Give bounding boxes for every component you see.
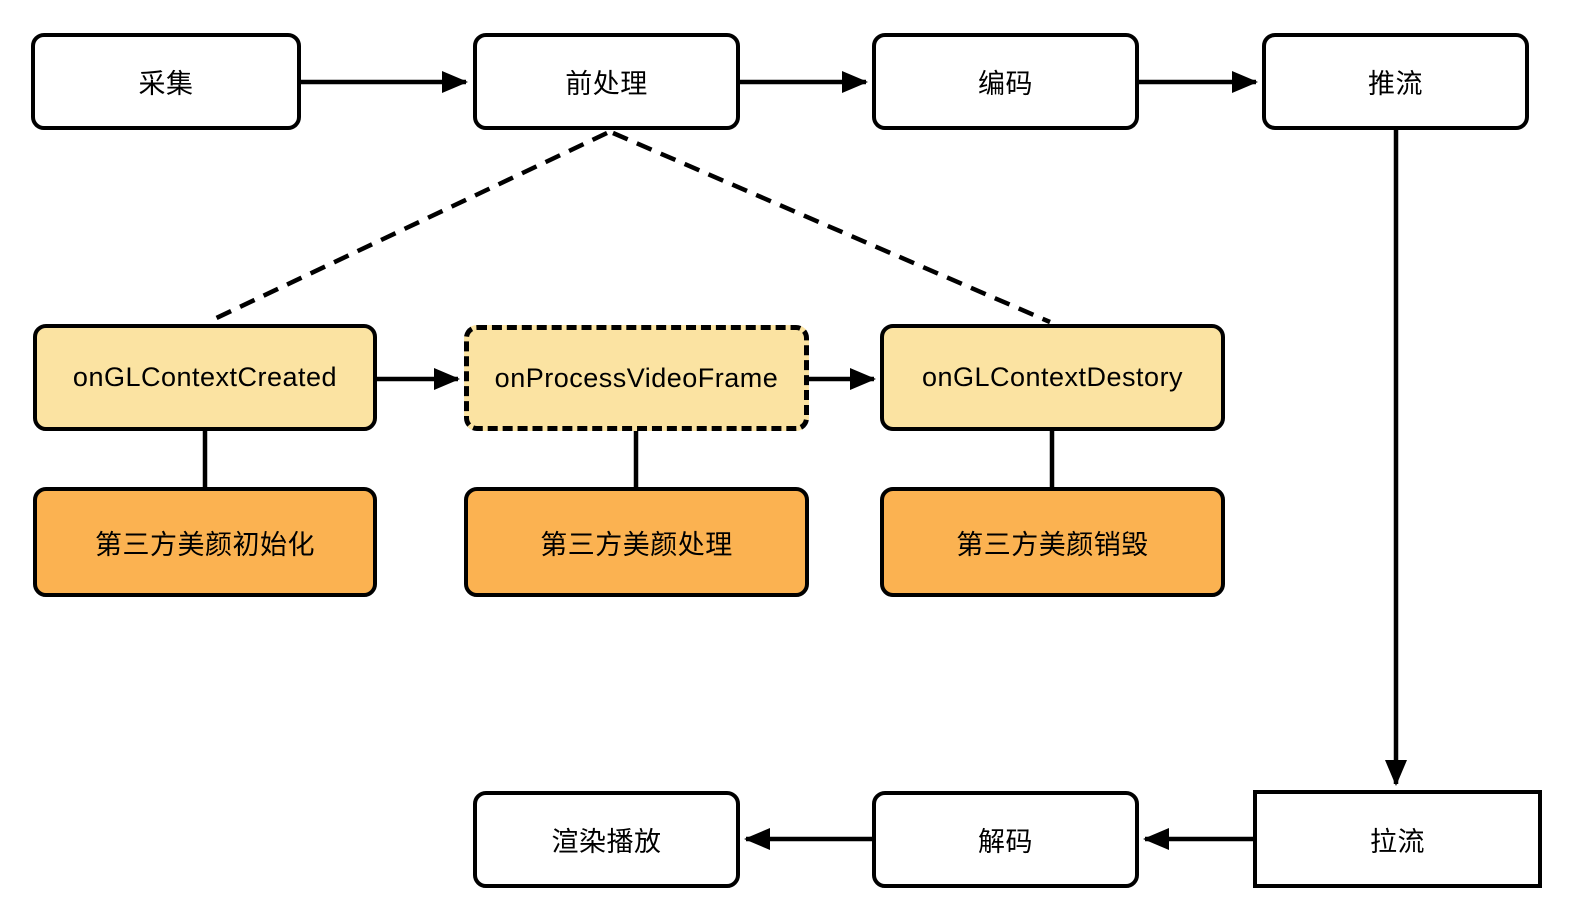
node-capture-label: 采集 (138, 69, 194, 99)
dashed-link-preprocess-to-destory (612, 130, 1051, 325)
node-decode-label: 解码 (978, 827, 1033, 857)
node-render-playback-label: 渲染播放 (551, 827, 662, 857)
node-ongl-context-created: onGLContextCreated (33, 324, 377, 431)
node-encode: 编码 (872, 33, 1139, 130)
node-beauty-init: 第三方美颜初始化 (33, 487, 377, 597)
node-beauty-process: 第三方美颜处理 (464, 487, 809, 597)
node-on-process-video-frame-label: onProcessVideoFrame (494, 362, 779, 393)
node-on-process-video-frame: onProcessVideoFrame (464, 325, 809, 431)
node-beauty-process-label: 第三方美颜处理 (540, 529, 733, 560)
node-ongl-context-destory-label: onGLContextDestory (921, 362, 1184, 392)
node-ongl-context-destory: onGLContextDestory (880, 324, 1225, 431)
node-push-stream-label: 推流 (1368, 69, 1423, 99)
node-pull-stream-label: 拉流 (1370, 826, 1425, 857)
node-push-stream: 推流 (1262, 33, 1529, 130)
node-preprocess: 前处理 (473, 33, 740, 130)
dashed-link-preprocess-to-created (207, 130, 608, 325)
node-pull-stream: 拉流 (1253, 790, 1542, 888)
node-beauty-destroy: 第三方美颜销毁 (880, 487, 1225, 597)
node-capture: 采集 (31, 33, 301, 130)
node-beauty-init-label: 第三方美颜初始化 (95, 529, 315, 560)
node-beauty-destroy-label: 第三方美颜销毁 (956, 529, 1149, 560)
node-preprocess-label: 前处理 (565, 69, 648, 99)
node-ongl-context-created-label: onGLContextCreated (72, 362, 338, 392)
node-render-playback: 渲染播放 (473, 791, 740, 888)
node-decode: 解码 (872, 791, 1139, 888)
node-encode-label: 编码 (978, 69, 1033, 99)
